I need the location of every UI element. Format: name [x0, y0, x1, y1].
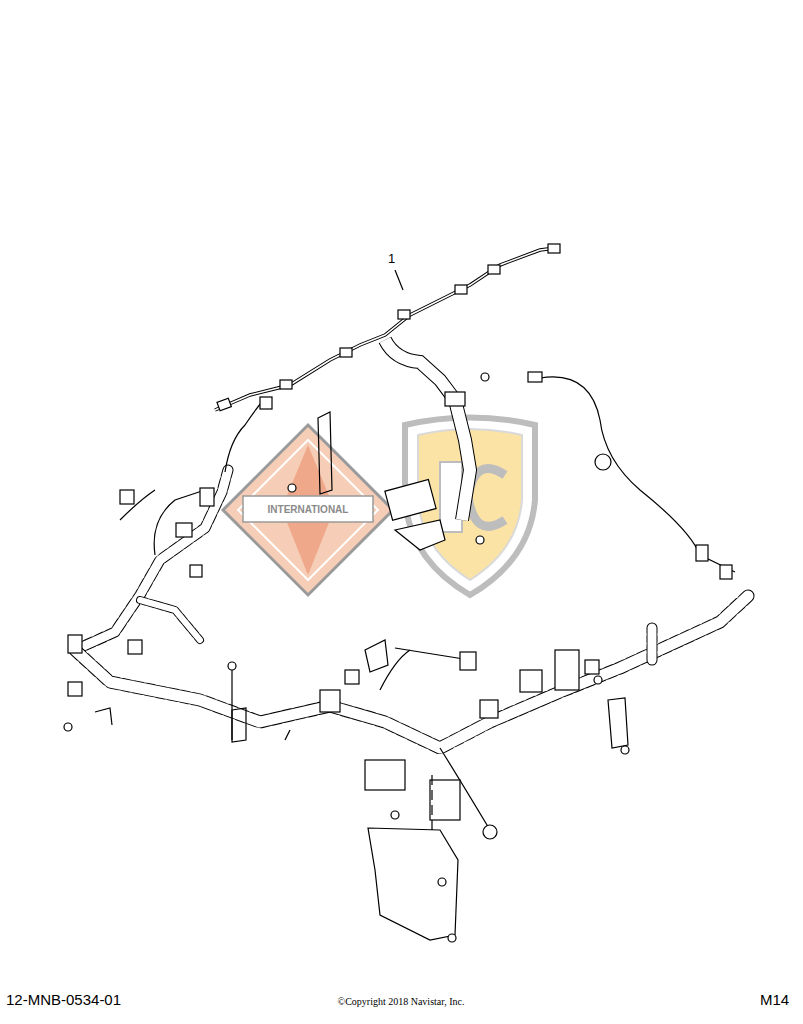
connectors — [68, 244, 732, 839]
figure-number: 12-MNB-0534-01 — [6, 992, 121, 1009]
watermark-diamond — [223, 425, 393, 595]
watermark-text: INTERNATIONAL — [268, 504, 349, 515]
upper-harness — [215, 248, 556, 520]
page-code: M14 — [760, 992, 789, 1009]
bolts — [64, 373, 629, 942]
callout-number: 1 — [388, 252, 395, 266]
main-harness — [75, 470, 748, 748]
wires — [120, 377, 735, 830]
brackets — [95, 270, 628, 940]
copyright-note: ©Copyright 2018 Navistar, Inc. — [338, 996, 465, 1007]
